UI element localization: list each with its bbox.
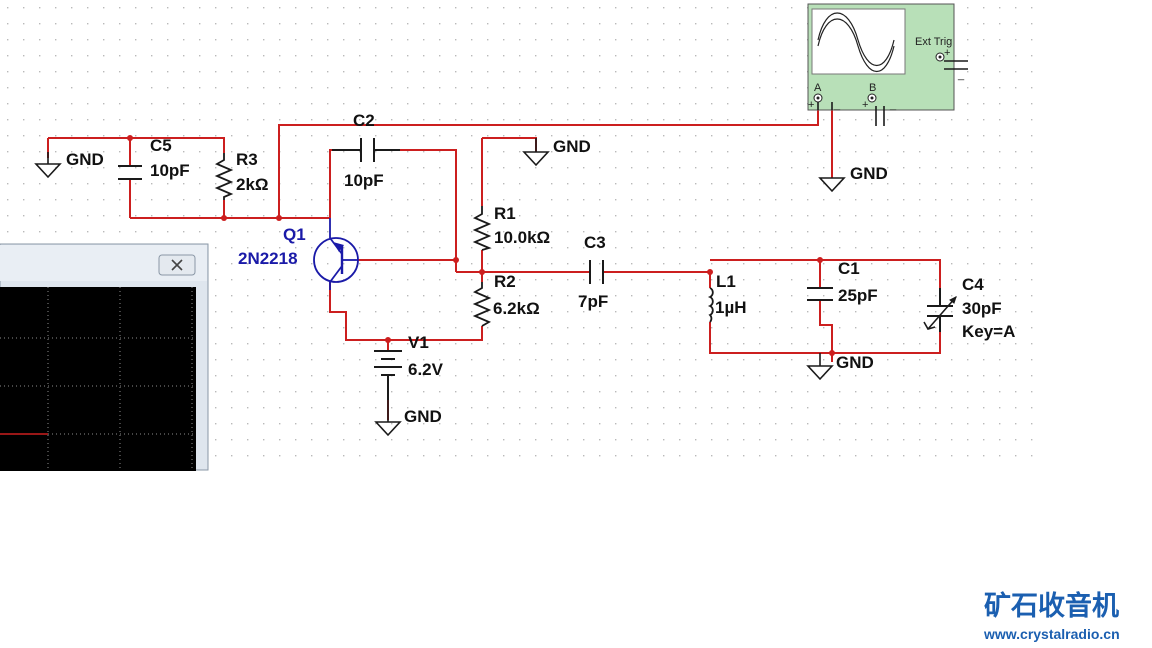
channel-a-minus: _ [833, 99, 841, 111]
close-icon [171, 259, 183, 271]
watermark-url: www.crystalradio.cn [983, 626, 1120, 642]
c1-ref: C1 [838, 259, 860, 278]
c2-ref: C2 [353, 111, 375, 130]
ground-scope[interactable] [818, 177, 846, 193]
gnd-label-r1: GND [553, 137, 591, 156]
watermark-title: 矿石收音机 [984, 590, 1119, 622]
ground-v1[interactable] [374, 400, 402, 437]
oscilloscope-leads [817, 60, 968, 126]
c5-ref: C5 [150, 136, 172, 155]
ext-trig-label: Ext Trig [915, 36, 952, 48]
channel-b-minus: _ [889, 99, 897, 111]
junctions [127, 135, 835, 356]
ground-tank[interactable] [806, 353, 834, 381]
q1-ref: Q1 [283, 225, 306, 244]
c3-ref: C3 [584, 233, 606, 252]
battery-v1[interactable] [374, 350, 402, 400]
r1-value: 10.0kΩ [494, 228, 550, 247]
r2-value: 6.2kΩ [493, 299, 540, 318]
c5-value: 10pF [150, 161, 190, 180]
scope-screen [0, 287, 196, 471]
r1-ref: R1 [494, 204, 516, 223]
gnd-label-scope: GND [850, 164, 888, 183]
oscilloscope-wave-a [817, 12, 895, 67]
channel-a-plus: + [808, 99, 814, 111]
r2-ref: R2 [494, 272, 516, 291]
l1-ref: L1 [716, 272, 736, 291]
resistor-r3[interactable] [214, 153, 234, 200]
c4-key: Key=A [962, 322, 1015, 341]
v1-value: 6.2V [408, 360, 444, 379]
ext-trig-plus: + [944, 47, 950, 59]
r3-ref: R3 [236, 150, 258, 169]
channel-b-plus: + [862, 99, 868, 111]
capacitor-c2[interactable] [332, 138, 400, 162]
c4-value: 30pF [962, 299, 1002, 318]
c4-ref: C4 [962, 275, 984, 294]
scope-window[interactable] [0, 243, 209, 471]
gnd-label-c5: GND [66, 150, 104, 169]
inductor-l1[interactable] [707, 287, 714, 323]
variable-capacitor-c4[interactable] [923, 288, 957, 332]
gnd-label-tank: GND [836, 353, 874, 372]
gnd-label-v1: GND [404, 407, 442, 426]
l1-value: 1µH [715, 298, 747, 317]
c3-value: 7pF [578, 292, 608, 311]
oscilloscope-wave-b [817, 18, 895, 73]
v1-ref: V1 [408, 333, 429, 352]
q1-model: 2N2218 [238, 249, 298, 268]
ground-c5[interactable] [34, 152, 62, 179]
capacitor-c3[interactable] [589, 260, 604, 284]
oscilloscope-instrument[interactable] [807, 3, 955, 111]
resistor-r2[interactable] [472, 282, 492, 327]
r3-value: 2kΩ [236, 175, 269, 194]
capacitor-c1[interactable] [807, 287, 833, 301]
resistor-r1[interactable] [472, 206, 492, 251]
ground-r1[interactable] [522, 138, 550, 167]
wires [47, 108, 941, 420]
c2-value: 10pF [344, 171, 384, 190]
channel-a-label: A [814, 82, 822, 94]
transistor-q1[interactable] [313, 218, 359, 290]
c1-value: 25pF [838, 286, 878, 305]
channel-b-label: B [869, 82, 876, 94]
ext-trig-minus: _ [957, 69, 965, 81]
capacitor-c5[interactable] [118, 165, 142, 180]
